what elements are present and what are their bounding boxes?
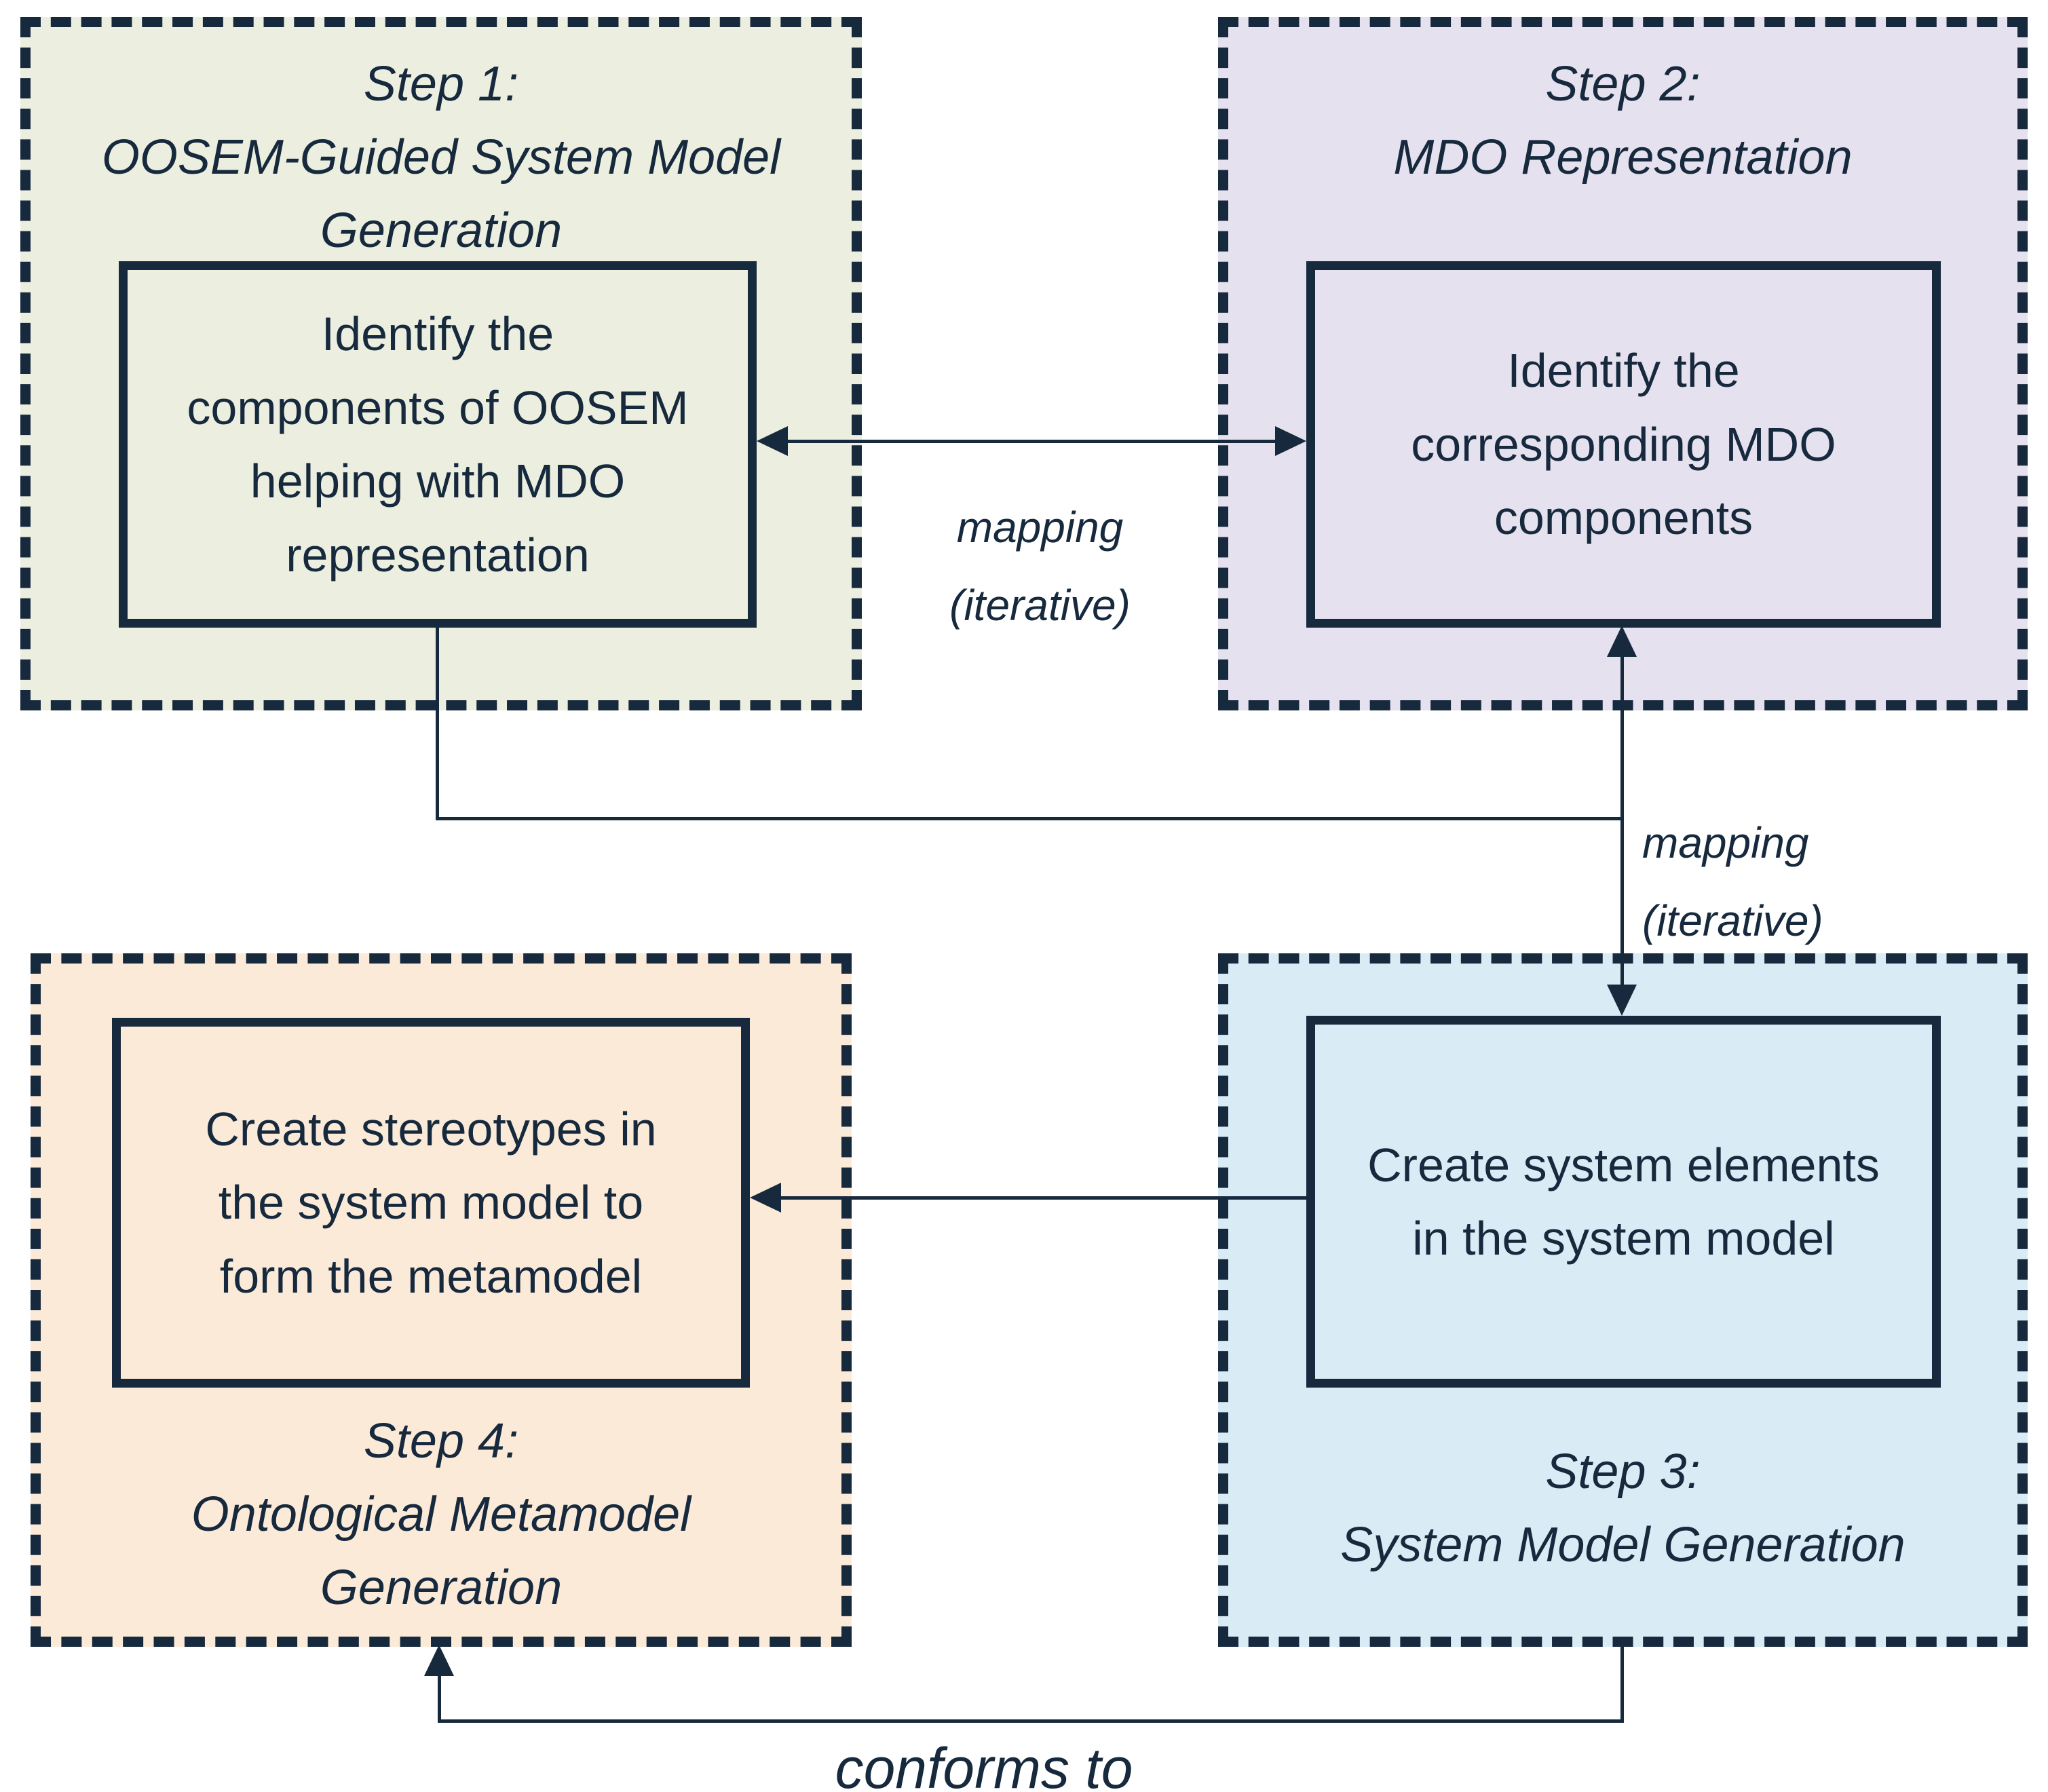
step3-title: Step 3: System Model Generation — [1340, 1445, 1905, 1572]
step2-title: Step 2: MDO Representation — [1393, 57, 1853, 185]
conforms-to-down-line — [1620, 1645, 1624, 1723]
mapping-arrow-step1-step2-line — [788, 440, 1275, 443]
arrowhead-left-icon — [757, 426, 788, 456]
step1-task-box: Identify the components of OOSEM helping… — [119, 261, 757, 628]
step4-title: Step 4: Ontological Metamodel Generation — [191, 1414, 691, 1615]
arrowhead-right-icon — [1275, 426, 1306, 456]
arrow-step3-step4-line — [781, 1196, 1306, 1200]
step2-task-box: Identify the corresponding MDO component… — [1306, 261, 1941, 628]
step4-task-box: Create stereotypes in the system model t… — [112, 1018, 750, 1388]
mapping-step1-step2-label: mapping (iterative) — [949, 503, 1131, 630]
mapping-step2-step3-label: mapping (iterative) — [1642, 818, 1823, 946]
step1-title: Step 1: OOSEM-Guided System Model Genera… — [101, 57, 781, 258]
arrowhead-up-icon — [424, 1645, 454, 1676]
connector-step1-down-line — [436, 626, 439, 820]
conforms-to-across-line — [438, 1719, 1624, 1723]
connector-junction-line — [436, 817, 1624, 820]
conforms-to-label: conforms to — [835, 1736, 1133, 1792]
arrowhead-down-icon — [1607, 985, 1637, 1016]
conforms-to-up-line — [438, 1675, 441, 1722]
mapping-arrow-step2-step3-line — [1620, 655, 1624, 988]
arrowhead-up-icon — [1607, 626, 1637, 657]
arrowhead-left-icon — [750, 1183, 781, 1213]
step3-task-box: Create system elements in the system mod… — [1306, 1016, 1941, 1388]
